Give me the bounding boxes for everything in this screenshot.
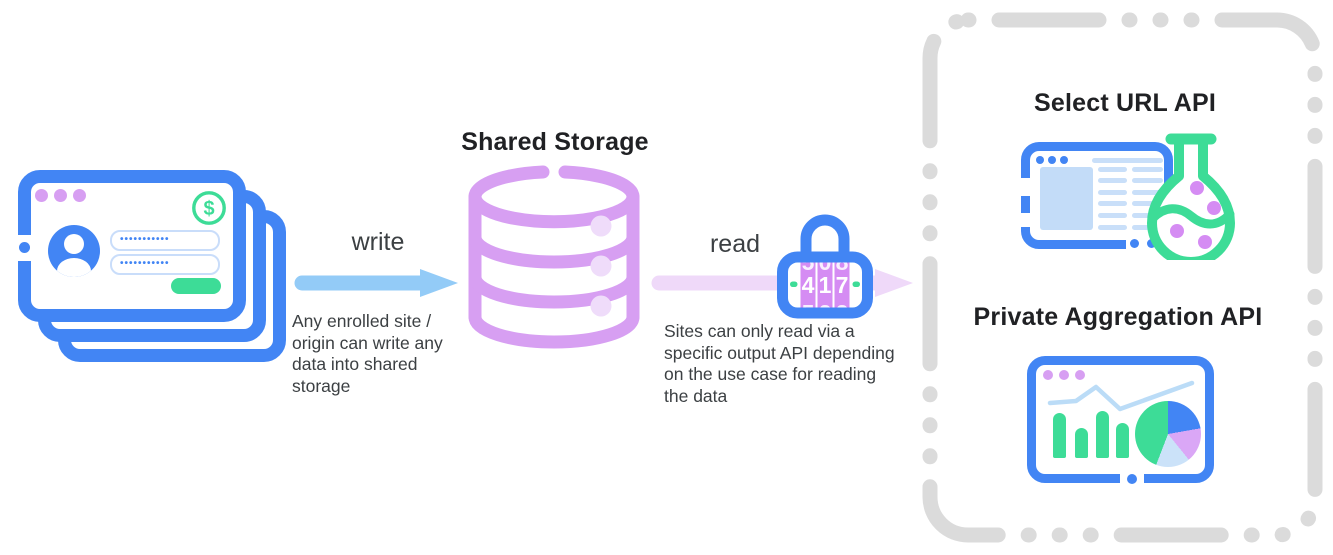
bar-chart-bar (1116, 423, 1129, 458)
rotor-partial-digit: 2 (836, 300, 849, 319)
password-field-1[interactable]: ••••••••••• (110, 230, 220, 251)
border-gap-dot (19, 242, 30, 253)
bar-chart-bar (1053, 413, 1066, 458)
output-apis-dashed-frame (922, 12, 1323, 543)
lock-rotor[interactable] (800, 255, 816, 317)
database-dot (590, 215, 612, 237)
bar-chart-bar (1096, 411, 1109, 458)
border-gap-dot (1127, 474, 1137, 484)
window-control-dots (35, 189, 86, 202)
flask-bubble (1170, 224, 1184, 238)
password-field-2[interactable]: ••••••••••• (110, 254, 220, 275)
rotor-partial-digit: 2 (819, 300, 832, 319)
rotor-digit: 1 (819, 272, 832, 298)
window-control-dots (1036, 156, 1068, 164)
database-icon (468, 165, 640, 349)
database-dot (590, 295, 612, 317)
toolbar-line (1092, 158, 1163, 163)
database-dot (590, 255, 612, 277)
flask-bubble (1190, 181, 1204, 195)
select-url-api-title: Select URL API (1033, 89, 1217, 117)
bar-chart-bar (1075, 428, 1088, 458)
border-gap-dot (1130, 239, 1139, 248)
user-avatar-icon (48, 225, 100, 277)
window-dot (73, 189, 86, 202)
flask-body (1147, 142, 1235, 260)
write-description: Any enrolled site / origin can write any… (292, 311, 443, 396)
border-gap (1021, 213, 1030, 227)
rotor-side-mark (852, 281, 860, 287)
flask-icon (1147, 133, 1235, 260)
lock-rotor[interactable] (817, 255, 833, 317)
write-arrow-icon (294, 269, 458, 297)
private-aggregation-api-title: Private Aggregation API (973, 303, 1263, 331)
shared-storage-title: Shared Storage (461, 128, 649, 156)
rotor-partial-digit: 5 (802, 249, 815, 275)
svg-text:$: $ (203, 198, 214, 220)
window-control-dots (1043, 370, 1085, 380)
pie-chart-icon (1135, 401, 1201, 467)
flask-bubble (1207, 201, 1221, 215)
window-dot (54, 189, 67, 202)
border-gap (1021, 178, 1030, 196)
border-gap-dot (1147, 239, 1156, 248)
browser-stack-icon: $ ••••••••••• ••••••••••• (18, 170, 288, 366)
content-block (1040, 167, 1093, 230)
lock-shackle (800, 214, 850, 261)
rotor-partial-digit: 5 (802, 300, 815, 319)
rotor-digit: 7 (836, 272, 849, 298)
flask-liquid-wave (1148, 204, 1235, 229)
combination-lock-icon: 5 0 8 5 2 2 4 1 7 (777, 214, 873, 319)
lock-rotor[interactable] (834, 255, 850, 317)
read-label: read (709, 230, 761, 258)
read-description: Sites can only read via a specific outpu… (664, 321, 895, 406)
submit-button[interactable] (171, 278, 221, 294)
rotor-partial-digit: 8 (836, 249, 849, 275)
browser-card-front: $ ••••••••••• ••••••••••• (18, 170, 246, 322)
dollar-icon: $ (192, 191, 226, 225)
private-aggregation-window-icon (1027, 356, 1214, 485)
write-label: write (351, 228, 405, 256)
line-chart-icon (1047, 380, 1195, 412)
rotor-side-mark (790, 281, 798, 287)
flask-bubble (1198, 235, 1212, 249)
rotor-digit: 4 (802, 272, 815, 298)
rotor-partial-digit: 0 (819, 249, 832, 275)
select-url-window-icon (1021, 142, 1173, 251)
window-dot (35, 189, 48, 202)
